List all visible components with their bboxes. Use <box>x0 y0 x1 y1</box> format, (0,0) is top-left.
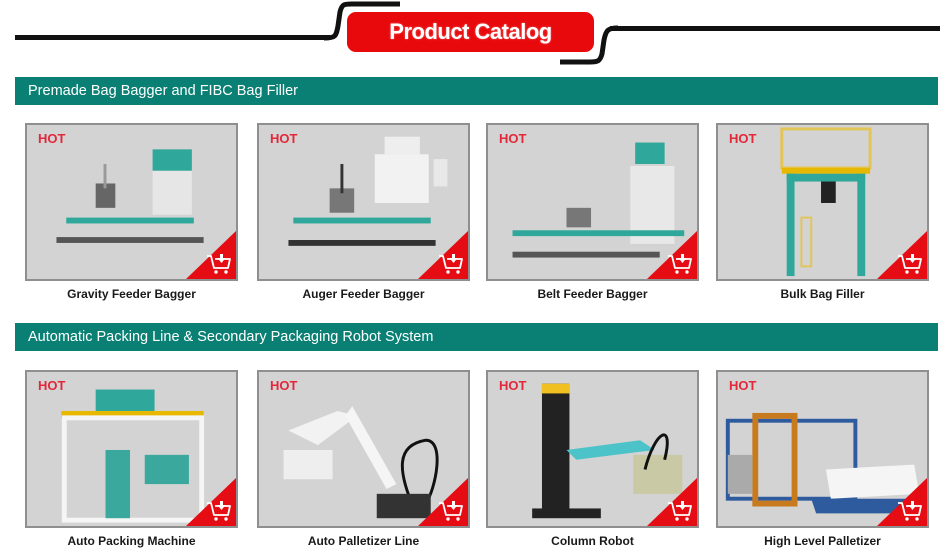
cart-download-icon[interactable] <box>438 500 464 522</box>
cart-corner <box>418 478 468 526</box>
hot-badge: HOT <box>729 378 757 393</box>
hot-badge: HOT <box>499 131 527 146</box>
product-card[interactable]: HOT <box>25 123 238 281</box>
hot-badge: HOT <box>499 378 527 393</box>
cart-corner <box>877 478 927 526</box>
product-name-link[interactable]: High Level Palletizer <box>764 534 881 548</box>
product-card[interactable]: HOT <box>25 370 238 528</box>
product-name-link[interactable]: Auto Packing Machine <box>67 534 196 548</box>
cart-download-icon[interactable] <box>897 253 923 275</box>
product-name-link[interactable]: Belt Feeder Bagger <box>537 287 648 301</box>
hot-badge: HOT <box>270 378 298 393</box>
cart-corner <box>186 231 236 279</box>
cart-download-icon[interactable] <box>206 253 232 275</box>
product-image[interactable] <box>259 125 468 279</box>
product-image[interactable] <box>718 125 927 279</box>
cart-download-icon[interactable] <box>897 500 923 522</box>
product-card[interactable]: HOT <box>257 123 470 281</box>
hot-badge: HOT <box>38 378 66 393</box>
cart-corner <box>418 231 468 279</box>
product-name-link[interactable]: Gravity Feeder Bagger <box>67 287 196 301</box>
cart-download-icon[interactable] <box>438 253 464 275</box>
product-name-link[interactable]: Bulk Bag Filler <box>780 287 865 301</box>
product-name-link[interactable]: Auger Feeder Bagger <box>302 287 425 301</box>
product-image[interactable] <box>27 372 236 526</box>
cart-corner <box>647 478 697 526</box>
header-curve-right <box>560 25 619 65</box>
product-name-link[interactable]: Auto Palletizer Line <box>307 534 420 548</box>
header-line-left <box>15 35 330 40</box>
header-line-right <box>610 26 940 31</box>
cart-corner <box>877 231 927 279</box>
header-curve-left <box>323 1 400 41</box>
hot-badge: HOT <box>729 131 757 146</box>
product-card[interactable]: HOT <box>716 370 929 528</box>
cart-download-icon[interactable] <box>667 500 693 522</box>
product-card[interactable]: HOT <box>257 370 470 528</box>
cart-download-icon[interactable] <box>667 253 693 275</box>
product-card[interactable]: HOT <box>486 123 699 281</box>
page-title: Product Catalog <box>347 12 594 52</box>
product-name-link[interactable]: Column Robot <box>551 534 634 548</box>
section-header-packing-line: Automatic Packing Line & Secondary Packa… <box>15 323 938 351</box>
hot-badge: HOT <box>38 131 66 146</box>
product-card[interactable]: HOT <box>716 123 929 281</box>
cart-corner <box>647 231 697 279</box>
product-image[interactable] <box>488 125 697 279</box>
product-card[interactable]: HOT <box>486 370 699 528</box>
hot-badge: HOT <box>270 131 298 146</box>
product-image[interactable] <box>27 125 236 279</box>
section-header-bagger: Premade Bag Bagger and FIBC Bag Filler <box>15 77 938 105</box>
cart-corner <box>186 478 236 526</box>
cart-download-icon[interactable] <box>206 500 232 522</box>
